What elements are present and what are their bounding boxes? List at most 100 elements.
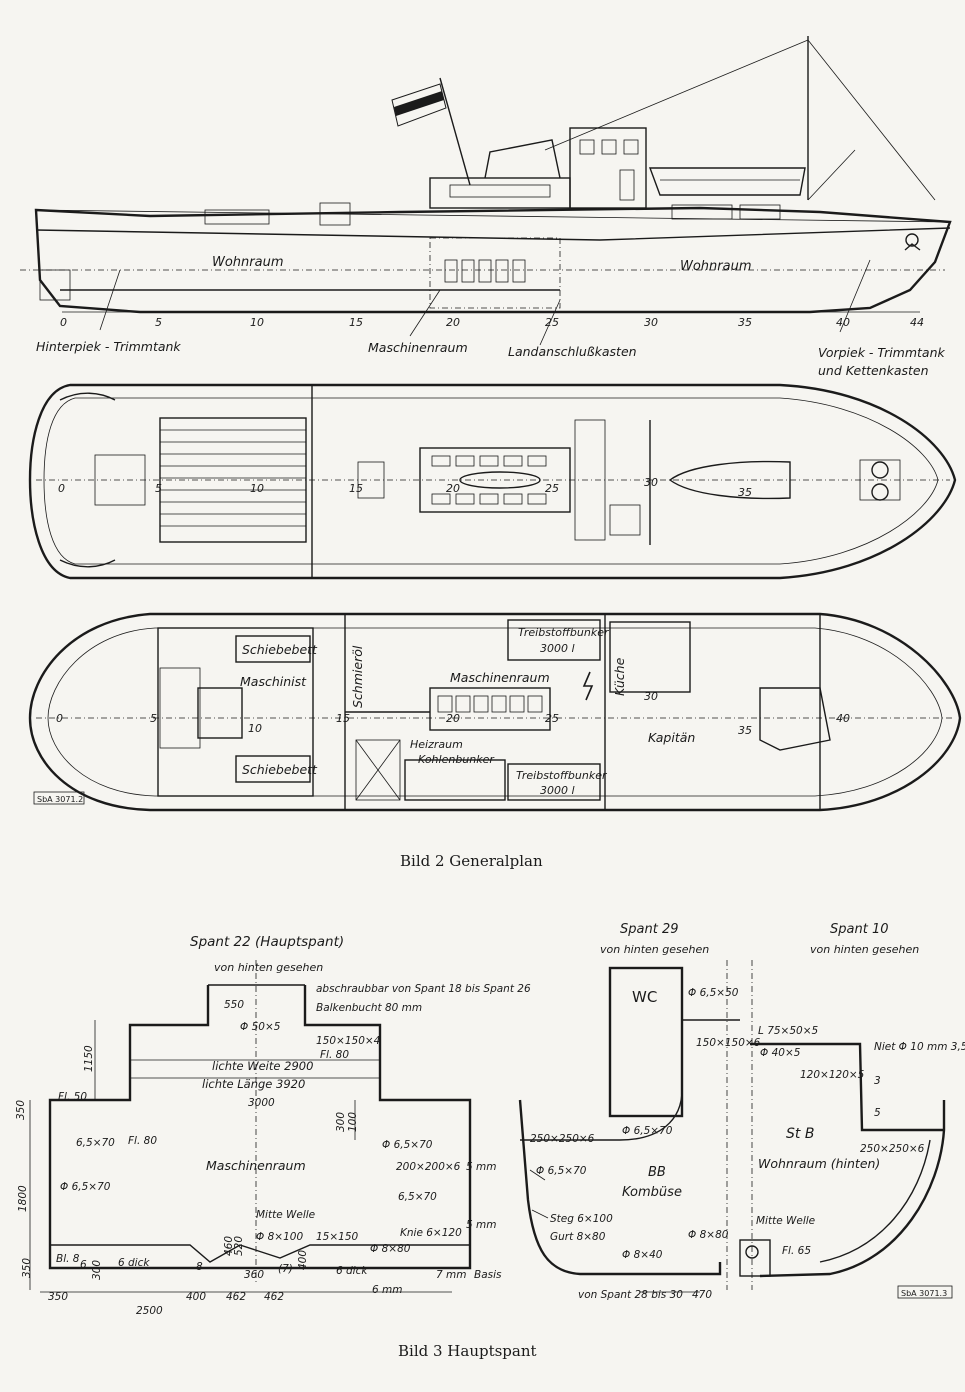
lower-frame-10: 10 xyxy=(248,722,262,735)
dim-3000: 3000 xyxy=(248,1097,275,1109)
deck-frame-30: 30 xyxy=(644,476,658,489)
dim-b350: 350 xyxy=(48,1291,68,1303)
dim-fl65: Fl. 65 xyxy=(782,1245,811,1257)
dim-b460: 460 xyxy=(223,1236,235,1256)
lower-frame-20: 20 xyxy=(446,712,460,725)
deck-lifeboat xyxy=(668,460,791,500)
dim-6-5x70-a: 6,5×70 xyxy=(76,1137,115,1149)
spant29-drawing xyxy=(518,960,740,1293)
spant29-title: Spant 29 xyxy=(620,922,678,937)
dim-n3: 3 xyxy=(874,1075,881,1087)
side-frame-5: 5 xyxy=(155,316,162,329)
dim-300: 300 xyxy=(335,1112,347,1132)
spant22-title: Spant 22 (Hauptspant) xyxy=(190,934,344,950)
dim-lichte-weite: lichte Weite 2900 xyxy=(212,1059,313,1073)
dim-1150: 1150 xyxy=(83,1045,95,1072)
side-frame-44: 44 xyxy=(910,316,924,329)
lower-frame-35: 35 xyxy=(738,724,752,737)
deck-frame-0: 0 xyxy=(58,482,65,495)
dim-steg: Steg 6×100 xyxy=(550,1213,613,1225)
anchor-icon xyxy=(904,233,921,251)
side-frame-numbers: 0 5 10 15 20 25 30 35 40 44 xyxy=(60,316,924,329)
dim-100: 100 xyxy=(347,1112,359,1132)
deck-frame-5: 5 xyxy=(155,482,162,495)
dim-knie: Knie 6×120 xyxy=(400,1227,462,1239)
lower-frame-25: 25 xyxy=(545,712,559,725)
caption-bild2: Bild 2 Generalplan xyxy=(400,852,543,870)
dim-l75: L 75×50×5 xyxy=(758,1025,819,1037)
spant10-drawing xyxy=(739,960,946,1290)
dim-b360: 360 xyxy=(244,1269,264,1281)
flag-icon xyxy=(391,77,471,186)
dim-6mm: 6 mm xyxy=(372,1284,402,1296)
dim-350-bottom: 350 xyxy=(21,1258,33,1278)
dim-150x150x4: 150×150×4 xyxy=(316,1035,380,1047)
stamp-bild3: SbA 3071.3 xyxy=(901,1289,947,1298)
dim-6dick-a: 6 dick xyxy=(118,1257,150,1269)
deck-frame-15: 15 xyxy=(349,482,363,495)
dim-b6: 6 xyxy=(80,1259,87,1271)
label-kohlenbunker: Kohlenbunker xyxy=(418,753,495,766)
spant22-subtitle: von hinten gesehen xyxy=(214,961,323,974)
dim-phi65x70-right: Φ 6,5×70 xyxy=(382,1139,433,1151)
dim-phi40x5: Φ 40×5 xyxy=(760,1047,801,1059)
dim-2500: 2500 xyxy=(136,1305,163,1317)
lower-frame-40: 40 xyxy=(836,712,850,725)
dim-250x250x6-10: 250×250×6 xyxy=(860,1143,925,1155)
side-frame-20: 20 xyxy=(446,316,460,329)
spant10-subtitle: von hinten gesehen xyxy=(810,943,919,956)
label-treibstoff-bottom-vol: 3000 l xyxy=(540,784,575,797)
label-mitte-welle-22: Mitte Welle xyxy=(256,1209,315,1221)
deck-frame-10: 10 xyxy=(250,482,264,495)
dim-7mm: 7 mm xyxy=(436,1269,466,1281)
dim-150x150x6: 150×150×6 xyxy=(696,1037,761,1049)
side-frame-15: 15 xyxy=(349,316,363,329)
winch-icon xyxy=(859,459,901,501)
spant22-note-2: Balkenbucht 80 mm xyxy=(316,1002,422,1014)
dim-350-top: 350 xyxy=(15,1100,27,1120)
dim-120x120x5: 120×120×5 xyxy=(800,1069,865,1081)
deck-frame-25: 25 xyxy=(545,482,559,495)
power-icon xyxy=(582,671,594,701)
dim-phi65x70-29a: Φ 6,5×70 xyxy=(622,1125,673,1137)
label-wohnraum-fwd: Wohnraum xyxy=(680,259,752,274)
label-heizraum: Heizraum xyxy=(410,738,463,751)
label-vorpiek: Vorpiek - Trimmtank xyxy=(818,345,946,360)
dim-b7: (7) xyxy=(278,1263,293,1275)
deck-frame-35: 35 xyxy=(738,486,752,499)
hatch-planking xyxy=(160,429,306,527)
deck-frame-20: 20 xyxy=(446,482,460,495)
dim-fl50: Fl. 50 xyxy=(58,1091,87,1103)
lower-deck-plan xyxy=(28,612,962,812)
label-kapitaen: Kapitän xyxy=(648,730,695,745)
dim-phi8x80-29: Φ 8×80 xyxy=(688,1229,729,1241)
dim-phi8x100: Φ 8×100 xyxy=(256,1231,303,1243)
label-kombuese: Kombüse xyxy=(622,1185,682,1200)
dim-b400v: 400 xyxy=(297,1250,309,1270)
dim-phi8x80: Φ 8×80 xyxy=(370,1243,411,1255)
stamp-bild2: SbA 3071.2 xyxy=(37,795,83,804)
label-kettenkasten: und Kettenkasten xyxy=(818,363,929,378)
lower-frame-0: 0 xyxy=(56,712,63,725)
spant22-note-1: abschraubbar von Spant 18 bis Spant 26 xyxy=(316,983,531,995)
label-treibstoff-top: Treibstoffbunker xyxy=(518,626,610,639)
dim-470: 470 xyxy=(692,1289,712,1301)
dim-phi8x40: Φ 8×40 xyxy=(622,1249,663,1261)
label-bb: BB xyxy=(648,1165,666,1180)
dim-gurt: Gurt 8×80 xyxy=(550,1231,606,1243)
dim-phi50x5: Φ 50×5 xyxy=(240,1021,281,1033)
spant22-drawing xyxy=(29,960,472,1293)
dim-6dick-b: 6 dick xyxy=(336,1265,368,1277)
label-hinterpiek: Hinterpiek - Trimmtank xyxy=(36,339,181,354)
dim-fl80-left: Fl. 80 xyxy=(128,1135,157,1147)
dim-b462-b: 462 xyxy=(264,1291,284,1303)
label-mitte-welle-10: Mitte Welle xyxy=(756,1215,815,1227)
label-maschinenraum-side: Maschinenraum xyxy=(368,340,468,355)
label-wohnraum-hinten: Wohnraum (hinten) xyxy=(758,1156,880,1171)
dim-phi65x70-left: Φ 6,5×70 xyxy=(60,1181,111,1193)
label-schmieroel: Schmieröl xyxy=(350,645,365,708)
side-elevation xyxy=(20,36,952,314)
dim-niet: Niet Φ 10 mm 3,5d xyxy=(874,1041,965,1053)
dim-5mm-a: 5 mm xyxy=(466,1161,496,1173)
